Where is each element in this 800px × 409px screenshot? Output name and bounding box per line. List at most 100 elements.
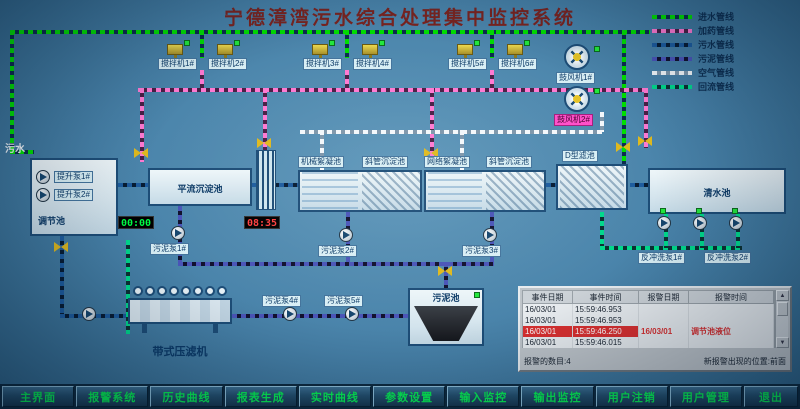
belt-press-machine[interactable]	[128, 286, 232, 333]
status-indicator	[732, 208, 738, 214]
sludge-pump1-icon[interactable]	[171, 226, 185, 240]
menu-realtime-curve[interactable]: 实时曲线	[298, 386, 372, 407]
status-indicator	[696, 208, 702, 214]
pipe-dosing-drop2	[263, 88, 267, 150]
scroll-down-icon[interactable]: ▼	[776, 337, 789, 348]
menu-parameter-settings[interactable]: 参数设置	[373, 386, 446, 407]
alarm-row-active[interactable]: 16/03/01 15:59:46.250 16/03/01 调节池液位	[523, 326, 774, 337]
sludge-pump3-icon[interactable]	[483, 228, 497, 242]
menu-report-generation[interactable]: 报表生成	[224, 386, 297, 407]
alarm-footer: 报警的数目:4 新报警出现的位置:前面	[524, 356, 786, 367]
press-legs	[128, 324, 232, 333]
sludge-pump2-icon[interactable]	[339, 228, 353, 242]
legend-item-dosing: 加药管线	[652, 24, 796, 37]
menu-user-logout[interactable]: 用户注销	[595, 386, 668, 407]
valve-icon[interactable]	[616, 142, 630, 152]
menu-user-management[interactable]: 用户管理	[669, 386, 743, 407]
menu-main[interactable]: 主界面	[2, 386, 75, 407]
cell-event-date: 16/03/01	[523, 337, 573, 348]
menu-exit[interactable]: 退出	[744, 386, 799, 407]
backwash-pump3-icon[interactable]	[729, 216, 743, 230]
legend-label: 进水管线	[698, 12, 735, 22]
tank-sludge-label: 污泥池	[432, 293, 460, 303]
cell-alarm-date	[639, 304, 689, 315]
countdown-timer2: 08:35	[244, 216, 280, 229]
menu-alarm-system[interactable]: 报警系统	[76, 386, 149, 407]
menu-output-monitor[interactable]: 输出监控	[521, 386, 594, 407]
mixer3-icon[interactable]	[312, 44, 328, 64]
mixer2-icon[interactable]	[217, 44, 233, 64]
pipe-sewage-1	[118, 183, 148, 187]
pipe-sludge-topress	[232, 314, 408, 318]
sludge-pump1-label: 污泥泵1#	[150, 243, 189, 255]
alarm-row[interactable]: 16/03/01 15:59:46.953	[523, 304, 774, 315]
scroll-up-icon[interactable]: ▲	[776, 290, 789, 301]
mixer4-icon[interactable]	[362, 44, 378, 64]
cell-event-date: 16/03/01	[523, 326, 573, 337]
mixer5-label: 搅拌机5#	[448, 58, 487, 70]
pipe-inflow-drop1	[200, 30, 204, 58]
backwash-pump1-icon[interactable]	[657, 216, 671, 230]
tank-mech-floc-sed	[298, 170, 422, 212]
mixer1-label: 搅拌机1#	[158, 58, 197, 70]
pipe-inflow-drop3	[490, 30, 494, 58]
press-feed-pump-icon[interactable]	[82, 307, 96, 321]
roller-icon	[133, 286, 143, 296]
valve-icon[interactable]	[438, 266, 452, 276]
alarm-scrollbar[interactable]: ▲ ▼	[775, 290, 789, 348]
tank-regulation-label: 调节池	[38, 216, 66, 226]
legend-item-return: 回流管线	[652, 80, 796, 93]
scrollbar-thumb[interactable]	[777, 302, 788, 316]
pipe-dosing-drop3	[430, 88, 434, 168]
return-line-icon	[652, 84, 692, 89]
blower2-icon[interactable]	[564, 86, 590, 112]
tank-d-filter-label: D型滤池	[562, 150, 598, 162]
alarm-row[interactable]: 16/03/01 15:59:46.015	[523, 337, 774, 348]
status-indicator	[379, 40, 385, 46]
cell-event-date: 16/03/01	[523, 315, 573, 326]
backwash-pump2-icon[interactable]	[693, 216, 707, 230]
mixer6-icon[interactable]	[507, 44, 523, 64]
countdown-timer1: 00:00	[118, 216, 154, 229]
pipe-air-drop1	[320, 130, 324, 170]
tank-sludge	[408, 288, 484, 346]
pipe-return-left	[126, 240, 130, 334]
pipe-dosing-mixer3	[490, 70, 494, 88]
tank-d-filter	[556, 164, 628, 210]
menu-input-monitor[interactable]: 输入监控	[447, 386, 520, 407]
legend-item-inflow: 进水管线	[652, 10, 796, 23]
valve-icon[interactable]	[424, 148, 438, 158]
sludge-pump3-label: 污泥泵3#	[462, 245, 501, 257]
menu-history-curve[interactable]: 历史曲线	[150, 386, 223, 407]
pipe-air-main	[300, 130, 602, 134]
sludge-pump5-icon[interactable]	[345, 307, 359, 321]
pipe-dosing-main	[138, 88, 648, 92]
mixer1-icon[interactable]	[167, 44, 183, 64]
alarm-table-header: 事件日期 事件时间 报警日期 报警时间	[523, 291, 774, 304]
status-indicator	[329, 40, 335, 46]
inflow-line-icon	[652, 14, 692, 19]
sludge-pump4-label: 污泥泵4#	[262, 295, 301, 307]
blower1-icon[interactable]	[564, 44, 590, 70]
valve-icon[interactable]	[54, 242, 68, 252]
alarm-count: 报警的数目:4	[524, 357, 571, 366]
mixer5-icon[interactable]	[457, 44, 473, 64]
alarm-row[interactable]: 16/03/01 15:59:46.953	[523, 315, 774, 326]
pipe-inflow-inlet	[10, 150, 34, 154]
legend-label: 空气管线	[698, 68, 735, 78]
pipe-backwash-p1	[664, 214, 668, 248]
valve-icon[interactable]	[134, 148, 148, 158]
lift-pump2-icon[interactable]	[36, 188, 50, 202]
lift-pump1-icon[interactable]	[36, 170, 50, 184]
tank-mech-floc-label: 机械絮凝池	[298, 156, 344, 168]
pipe-sewage-3	[546, 183, 556, 187]
valve-icon[interactable]	[257, 138, 271, 148]
cell-event-date: 16/03/01	[523, 304, 573, 315]
water-waves	[428, 172, 482, 210]
mixer3-label: 搅拌机3#	[303, 58, 342, 70]
legend: 进水管线 加药管线 污水管线 污泥管线 空气管线 回流管线	[652, 10, 796, 94]
valve-icon[interactable]	[638, 136, 652, 146]
lift-pump2-label: 提升泵2#	[54, 189, 93, 201]
sludge-pump4-icon[interactable]	[283, 307, 297, 321]
